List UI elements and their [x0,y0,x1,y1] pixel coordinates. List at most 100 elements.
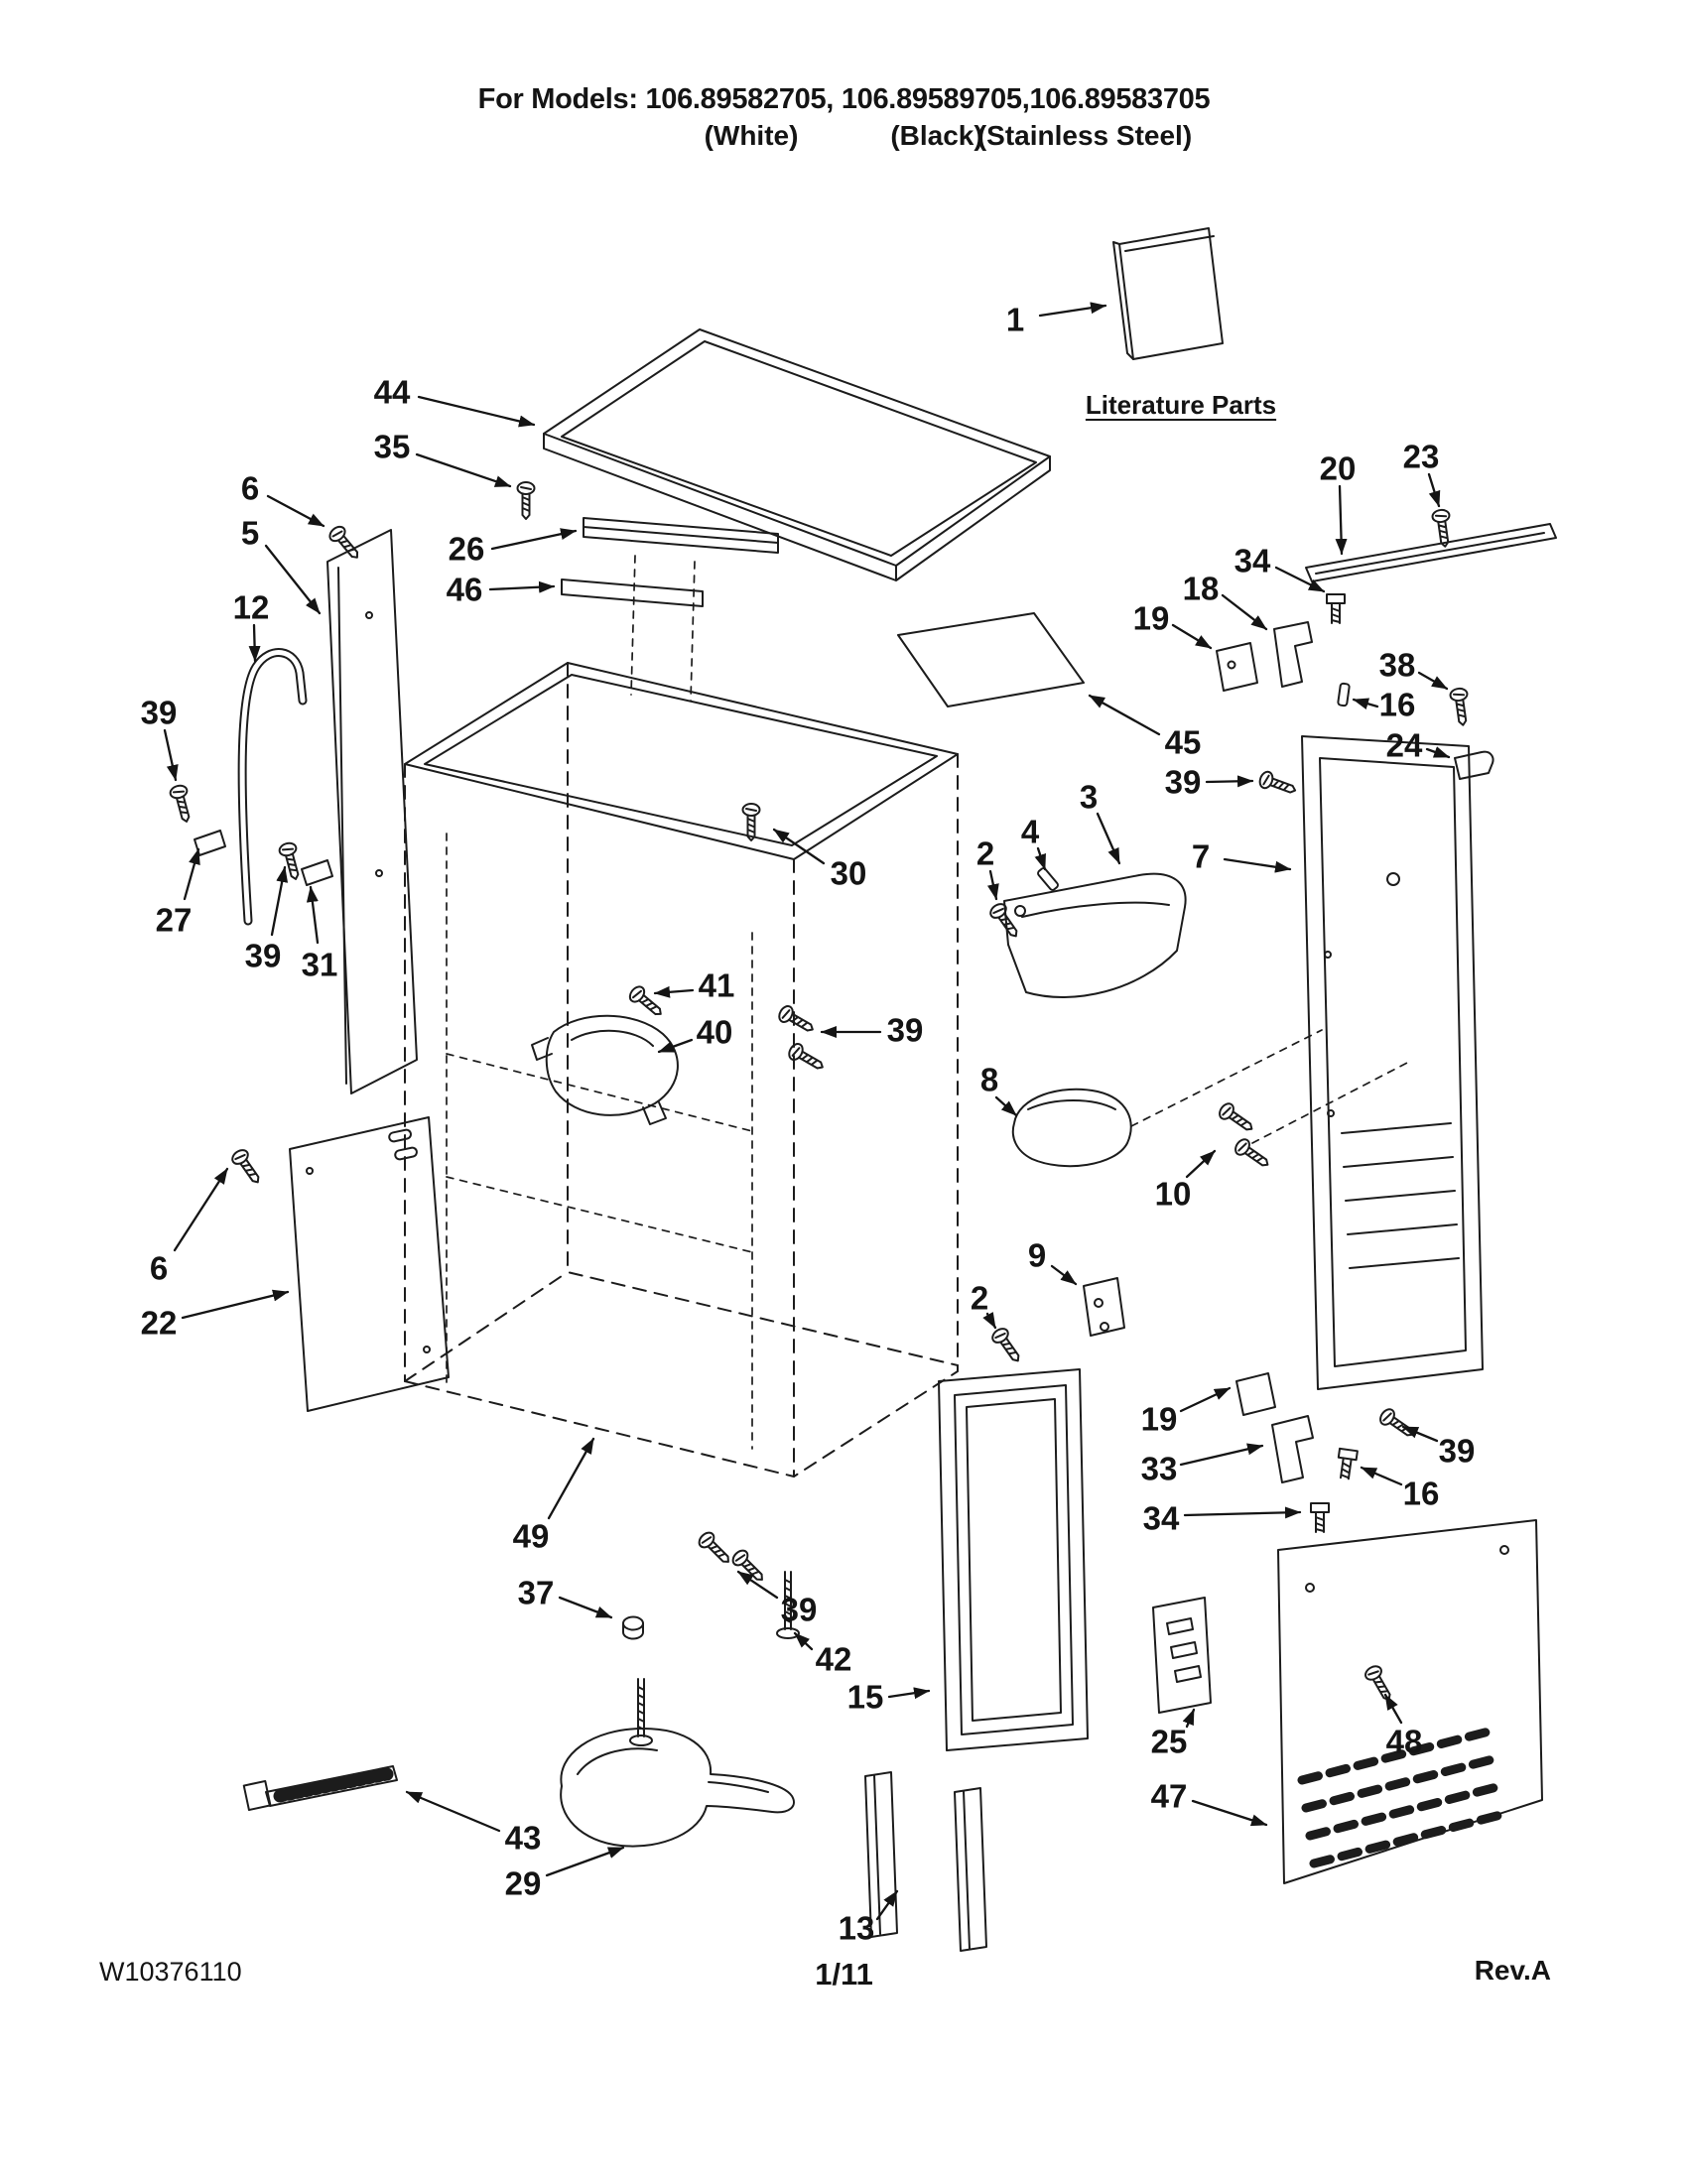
footer-doc-number: W10376110 [99,1957,242,1987]
access-panel-22 [289,1116,450,1412]
part-number-5: 5 [241,515,259,552]
duct-46 [561,578,704,607]
leader-line-13 [875,1889,899,1921]
bracket-33 [1271,1415,1314,1483]
door-liner-frame-15 [938,1368,1089,1751]
leader-line-12 [248,623,261,663]
leader-line-3 [1096,812,1121,865]
bolt-34-bottom [1310,1502,1330,1533]
part-number-33: 33 [1141,1451,1178,1487]
part-number-39: 39 [1439,1433,1476,1470]
leader-line-29 [545,1846,625,1877]
leader-line-18 [1221,593,1268,631]
leader-line-44 [417,395,536,428]
screw-10-b [1232,1135,1274,1173]
part-number-42: 42 [816,1641,852,1678]
screw-48 [1362,1662,1397,1706]
part-number-49: 49 [513,1518,550,1555]
ice-scoop-29 [560,1728,795,1848]
models-header: For Models: 106.89582705, 106.89589705,1… [477,83,1211,115]
leader-line-33 [1179,1443,1264,1467]
leader-line-8 [994,1095,1018,1117]
part-number-39: 39 [887,1012,924,1049]
part-number-19: 19 [1133,600,1170,637]
finish-white-label: (White) [704,120,799,151]
screw-41 [625,982,668,1022]
part-number-16: 16 [1403,1476,1440,1512]
part-number-29: 29 [505,1865,542,1902]
leader-line-39 [270,865,289,937]
leader-line-4 [1034,846,1047,871]
part-number-6: 6 [150,1250,168,1287]
part-number-39: 39 [781,1592,818,1628]
leader-line-10 [1185,1149,1217,1179]
part-number-13: 13 [839,1910,875,1947]
leveling-cap-37 [622,1615,644,1640]
part-number-10: 10 [1155,1176,1192,1213]
finish-steel-label: (Stainless Steel) [976,120,1193,151]
door-panel-7 [1301,735,1484,1390]
screw-35 [516,481,536,520]
cabinet-liner-assembly [404,662,959,1477]
leader-line-49 [547,1437,595,1520]
leader-line-19 [1179,1386,1232,1413]
part-number-31: 31 [302,947,338,983]
insulation-sheet-45 [897,612,1085,707]
part-number-8: 8 [980,1062,998,1098]
footer-revision: Rev.A [1474,1955,1551,1986]
footer-page-number: 1/11 [815,1957,873,1991]
part-number-19: 19 [1141,1401,1178,1438]
part-number-2: 2 [971,1280,988,1317]
leader-line-34 [1183,1506,1302,1519]
part-number-4: 4 [1021,814,1040,850]
part-number-15: 15 [847,1679,884,1716]
bracket-26 [583,517,779,554]
bracket-18 [1273,621,1313,688]
bracket-9 [1083,1277,1125,1337]
part-number-35: 35 [374,429,411,465]
part-number-30: 30 [831,855,867,892]
part-number-27: 27 [156,902,193,939]
part-number-25: 25 [1151,1724,1188,1760]
cover-3 [1003,872,1187,998]
spacer-4 [1037,867,1059,891]
leader-line-37 [558,1596,613,1619]
leader-line-39 [1205,775,1254,788]
part-number-39: 39 [1165,764,1202,801]
bracket-25 [1152,1597,1212,1714]
drain-tube-12 [237,648,308,926]
leader-line-48 [1383,1693,1403,1725]
clip-24 [1454,750,1494,780]
part-number-1: 1 [1006,302,1024,338]
part-number-20: 20 [1320,450,1357,487]
leader-line-41 [653,985,695,998]
leader-line-25 [1182,1708,1196,1729]
leader-line-39 [736,1570,779,1600]
leader-line-27 [183,847,200,901]
leader-line-43 [405,1790,501,1833]
screw-39-right-bottom [1376,1405,1419,1443]
leader-line-6 [266,494,325,528]
screw-39-bottom-a [695,1528,735,1569]
part-number-46: 46 [447,572,483,608]
alignment-dashes-top [630,555,696,702]
alignment-line-b [1251,1061,1410,1144]
part-number-44: 44 [374,374,411,411]
leader-line-24 [1425,746,1451,759]
leader-line-15 [887,1687,931,1700]
leader-line-35 [415,452,512,488]
part-number-6: 6 [241,470,259,507]
part-number-43: 43 [505,1820,542,1857]
part-number-48: 48 [1386,1724,1423,1760]
leader-line-2 [986,869,999,901]
cable-tie-43 [242,1765,398,1812]
part-number-41: 41 [699,967,735,1004]
literature-booklet-1 [1112,227,1224,360]
leader-line-20 [1335,484,1348,556]
deflector-40 [531,1014,679,1125]
leader-line-42 [793,1631,814,1651]
clip-27 [194,830,226,856]
screw-10-a [1216,1099,1258,1137]
leader-line-39 [1401,1425,1439,1443]
